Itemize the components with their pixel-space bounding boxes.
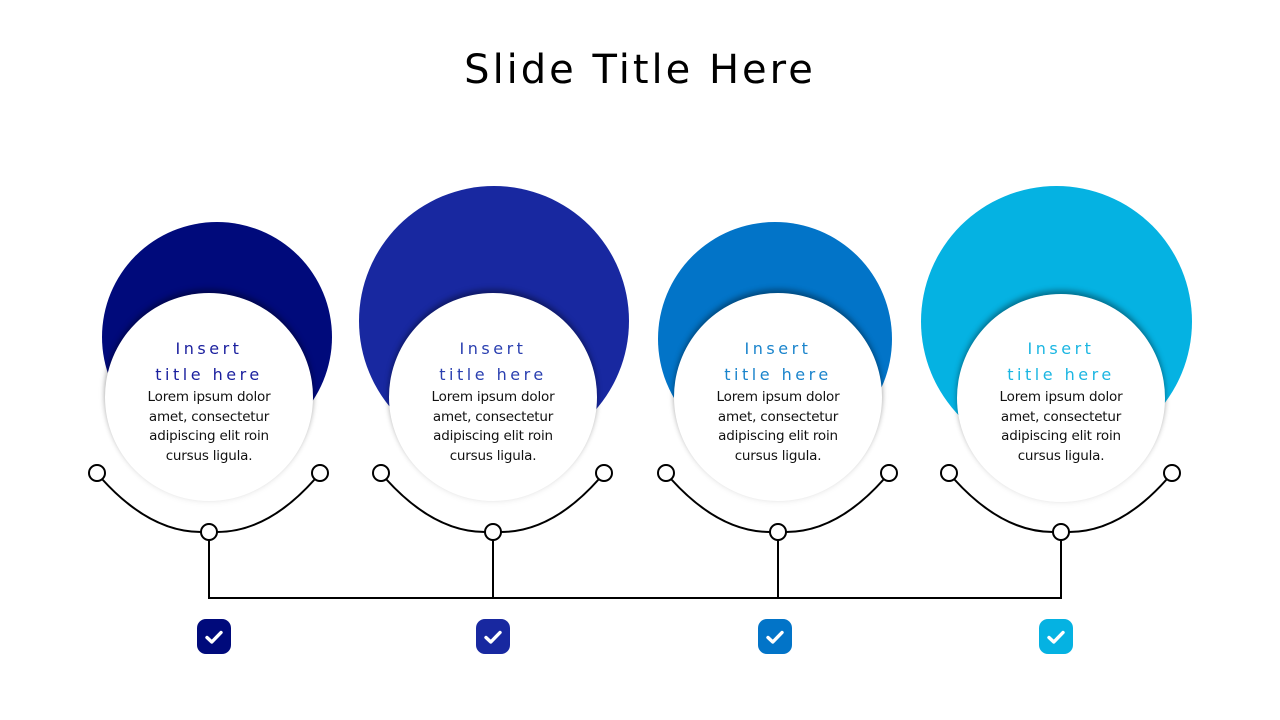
item-3-body-line: Lorem ipsum dolor [716,389,840,405]
item-3-arc [785,478,885,533]
item-1-text: Insert title here Lorem ipsum dolor amet… [119,336,299,466]
item-3-text: Insert title here Lorem ipsum dolor amet… [688,336,868,466]
node-circle [200,523,218,541]
item-3-white-circle [674,293,882,501]
item-3-arc [670,478,771,533]
item-2-body-line: adipiscing elit roin [433,428,553,444]
item-1-white-circle [105,293,313,501]
item-1-body-line: adipiscing elit roin [149,428,269,444]
item-4-body-line: cursus ligula. [1017,447,1105,464]
item-4-check-badge [1039,619,1073,654]
item-2-title-line2: title here [439,365,547,384]
item-4-white-circle [957,294,1165,502]
node-circle [372,464,390,482]
item-3-check-badge [758,619,792,654]
item-1-body-line: Lorem ipsum dolor [147,389,271,405]
item-1-body-line: amet, consectetur [148,408,270,425]
item-4-text: Insert title here Lorem ipsum dolor amet… [971,336,1151,466]
node-circle [1052,523,1070,541]
item-2-check-badge [476,619,510,654]
node-circle [1163,464,1181,482]
check-icon [1047,630,1065,644]
check-icon [205,630,223,644]
item-2-arc [385,478,486,533]
item-3-body-line: adipiscing elit roin [718,428,838,444]
item-4-arc [953,478,1054,533]
item-1-arc [216,478,316,533]
node-circle [88,464,106,482]
item-1-title-line1: Insert [175,339,243,358]
node-circle [880,464,898,482]
item-2-body-line: amet, consectetur [432,408,554,425]
node-circle [311,464,329,482]
item-4-body-line: adipiscing elit roin [1001,428,1121,444]
node-circle [484,523,502,541]
item-3-title-line2: title here [724,365,832,384]
item-3-body-line: cursus ligula. [734,447,822,464]
item-2-white-circle [389,293,597,501]
item-1-body-line: cursus ligula. [165,447,253,464]
item-4-title-line1: Insert [1027,339,1095,358]
node-circle [657,464,675,482]
check-icon [484,630,502,644]
item-4-body-line: amet, consectetur [1000,408,1122,425]
item-2-body-line: cursus ligula. [449,447,537,464]
item-2-arc [500,478,600,533]
node-circle [769,523,787,541]
node-circle [940,464,958,482]
item-4-body-line: Lorem ipsum dolor [999,389,1123,405]
slide-title: Slide Title Here [464,47,816,93]
check-icon [766,630,784,644]
item-1-check-badge [197,619,231,654]
item-4-title-line2: title here [1007,365,1115,384]
item-1-arc [101,478,202,533]
item-2-text: Insert title here Lorem ipsum dolor amet… [403,336,583,466]
item-1-title-line2: title here [155,365,263,384]
node-circle [595,464,613,482]
item-4-arc [1068,478,1168,533]
item-3-body-line: amet, consectetur [717,408,839,425]
item-2-body-line: Lorem ipsum dolor [431,389,555,405]
item-2-title-line1: Insert [459,339,527,358]
item-3-title-line1: Insert [744,339,812,358]
